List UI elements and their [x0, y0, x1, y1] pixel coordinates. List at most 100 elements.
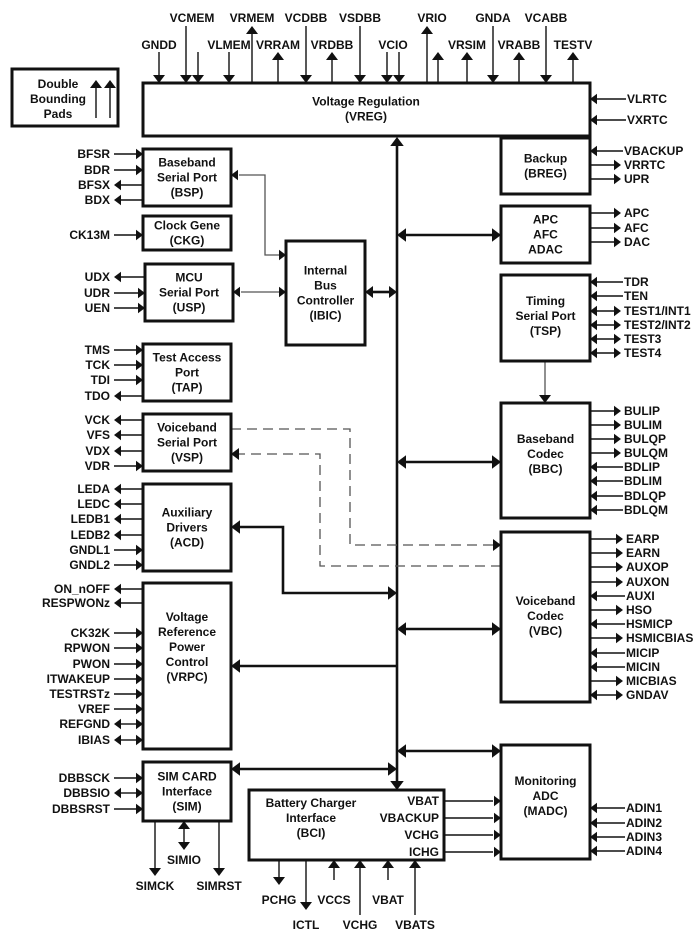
arrowhead-icon — [616, 632, 623, 644]
pin-label: VXRTC — [627, 113, 668, 127]
pin-label: VDX — [85, 444, 110, 458]
tap-title-line: (TAP) — [171, 381, 202, 395]
pin-bdr: BDR — [84, 163, 143, 177]
arrowhead-icon — [590, 490, 597, 502]
pin-label: ICTL — [293, 918, 320, 932]
top-pin-label: VRSIM — [448, 38, 486, 52]
block-breg: Backup(BREG) — [499, 136, 592, 196]
pin-micip: MICIP — [590, 646, 659, 660]
arrowhead-icon — [213, 868, 225, 876]
top-pin-vsdbb — [354, 26, 366, 83]
top-pin-vrram — [272, 52, 284, 83]
pin-label: VBACKUP — [624, 144, 683, 158]
breg-title-line: Backup — [524, 152, 567, 166]
bbc-title-line: Baseband — [517, 432, 574, 446]
pin-tck: TCK — [85, 358, 143, 372]
pin-label: VRRTC — [624, 158, 666, 172]
pin-bfsr: BFSR — [77, 147, 143, 161]
vsp-title-line: (VSP) — [171, 451, 203, 465]
pin-apc: APC — [590, 206, 650, 220]
sim-title-line: (SIM) — [172, 800, 201, 814]
top-pin-testv — [567, 52, 579, 83]
arrowhead-icon — [397, 622, 406, 636]
arrowhead-icon — [279, 286, 286, 298]
pin-label: VCK — [85, 413, 111, 427]
pin-label: RPWON — [64, 641, 110, 655]
madc-title-line: ADC — [533, 789, 559, 803]
arrowhead-icon — [614, 159, 621, 171]
pin-bdlip: BDLIP — [590, 460, 660, 474]
arrowhead-icon — [354, 860, 366, 868]
arrowhead-icon — [614, 173, 621, 185]
pin-label: UDR — [84, 286, 110, 300]
pin-label: HSO — [626, 603, 652, 617]
arrowhead-icon — [487, 75, 499, 83]
arrowhead-icon — [138, 287, 145, 299]
arrowhead-icon — [616, 561, 623, 573]
madc-title-line: Monitoring — [515, 774, 577, 788]
madc-title-line: (MADC) — [524, 804, 568, 818]
arrowhead-icon — [614, 305, 621, 317]
pin-test2-int2: TEST2/INT2 — [590, 318, 691, 332]
arrowhead-icon — [590, 504, 597, 516]
pin-label: ADIN4 — [626, 844, 662, 858]
arrowhead-icon — [390, 137, 404, 146]
pin-label: AUXI — [626, 589, 655, 603]
pin-label: LEDA — [77, 482, 110, 496]
block-ckg: Clock Gene(CKG) — [141, 214, 233, 252]
usp-title-line: (USP) — [173, 301, 206, 315]
legend-text: Bounding — [30, 92, 86, 106]
arrowhead-icon — [590, 618, 597, 630]
arrowhead-icon — [616, 675, 623, 687]
ibic-title-line: Bus — [314, 279, 337, 293]
vrpc-title-line: Control — [166, 655, 209, 669]
pin-label: AUXOP — [626, 560, 669, 574]
arrowhead-icon — [421, 26, 433, 34]
arrowhead-icon — [273, 877, 285, 885]
bsp-ibic-link — [239, 174, 279, 256]
pin-label: SIMCK — [136, 879, 175, 893]
madc-box — [499, 743, 592, 861]
arrowhead-icon — [136, 460, 143, 472]
arrowhead-icon — [136, 627, 143, 639]
pin-label: IBIAS — [78, 733, 110, 747]
arrowhead-icon — [614, 419, 621, 431]
arrowhead-icon — [136, 803, 143, 815]
pin-label: APC — [624, 206, 650, 220]
bbc-box — [499, 401, 592, 520]
arrowhead-icon — [614, 236, 621, 248]
arrowhead-icon — [136, 164, 143, 176]
ibic-box — [284, 239, 367, 347]
arrowhead-icon — [590, 347, 597, 359]
pin-bdlqm: BDLQM — [590, 503, 668, 517]
pin-label: VFS — [87, 428, 110, 442]
arrowhead-icon — [397, 744, 406, 758]
arrowhead-icon — [397, 455, 406, 469]
arrowhead-icon — [461, 52, 473, 60]
arrowhead-icon — [494, 829, 501, 841]
pin-label: PWON — [73, 657, 110, 671]
pin-label: CK32K — [71, 626, 111, 640]
pin-micbias: MICBIAS — [590, 674, 677, 688]
vbc-title-line: Voiceband — [516, 594, 576, 608]
arrowhead-icon — [614, 319, 621, 331]
arrowhead-icon — [614, 433, 621, 445]
pin-vck: VCK — [85, 413, 143, 427]
bci-signal-label: VBACKUP — [380, 811, 439, 825]
pin-label: BDLQM — [624, 503, 668, 517]
top-pin-vcio — [393, 52, 405, 83]
connection-lines — [231, 136, 591, 790]
top-pin-label: VCABB — [525, 11, 568, 25]
pin-label: BULQP — [624, 432, 666, 446]
bbc-title-line: (BBC) — [529, 462, 563, 476]
bsp-title-line: Serial Port — [157, 171, 217, 185]
pin-label: VBATS — [395, 918, 435, 932]
pin-label: BULIP — [624, 404, 660, 418]
pin-leda: LEDA — [77, 482, 143, 496]
pin-signals: GNDDVCMEMVLMEMVRMEMVRRAMVCDBBVRDBBVSDBBV… — [42, 11, 693, 932]
arrowhead-icon — [114, 390, 121, 402]
